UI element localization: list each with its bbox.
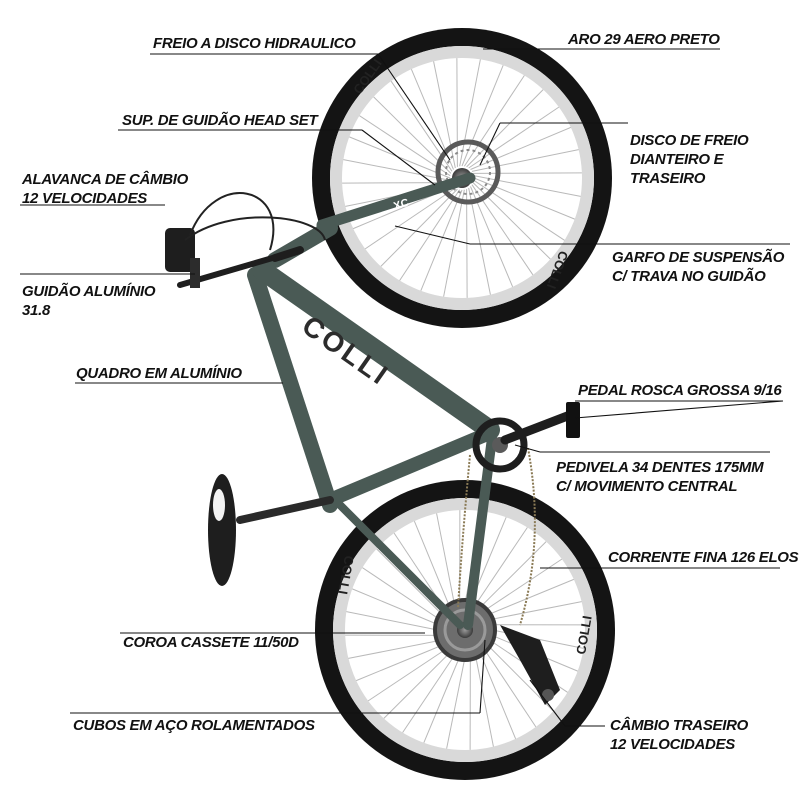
spoke — [473, 172, 582, 174]
top-tube — [247, 267, 338, 513]
label-garfo-line-1: GARFO DE SUSPENSÃO — [612, 249, 785, 266]
front-brake-disc — [435, 139, 501, 205]
pedal — [566, 402, 580, 438]
label-alavanca-line-1: ALAVANCA DE CÂMBIO — [22, 171, 188, 188]
saddle — [208, 474, 236, 586]
label-cambio-line-1: CÂMBIO TRASEIRO — [610, 717, 749, 734]
label-disco-freio-line-2: DIANTEIRO E — [630, 151, 724, 168]
leader-lines — [20, 48, 790, 727]
label-garfo-suspensao: GARFO DE SUSPENSÃO C/ TRAVA NO GUIDÃO — [612, 248, 784, 286]
chain — [457, 447, 536, 626]
label-disco-freio-line-1: DISCO DE FREIO — [630, 132, 749, 149]
spoke — [359, 115, 451, 177]
label-quadro-aluminio: QUADRO EM ALUMÍNIO — [76, 365, 242, 382]
chainring — [472, 417, 528, 473]
down-tube — [252, 260, 500, 440]
spoke — [473, 177, 575, 220]
spoke — [456, 58, 458, 167]
handlebar — [165, 192, 326, 288]
seatpost — [236, 496, 334, 524]
front-rim — [330, 46, 594, 310]
spoke — [399, 189, 461, 281]
label-cambio-traseiro: CÂMBIO TRASEIRO 12 VELOCIDADES — [610, 716, 748, 754]
spoke — [420, 189, 463, 291]
label-freio-disco-hidraulico: FREIO A DISCO HIDRAULICO — [153, 35, 356, 52]
stem — [271, 246, 304, 262]
spoke — [443, 189, 465, 297]
label-guidao-aluminio: GUIDÃO ALUMÍNIO 31.8 — [22, 282, 156, 320]
seat-tube — [323, 425, 499, 507]
label-pedivela-line-2: C/ MOVIMENTO CENTRAL — [556, 478, 738, 495]
label-alavanca-line-2: 12 VELOCIDADES — [22, 190, 147, 207]
label-alavanca-cambio: ALAVANCA DE CÂMBIO 12 VELOCIDADES — [22, 170, 188, 208]
label-guidao-line-2: 31.8 — [22, 302, 50, 319]
spoke — [364, 187, 456, 250]
label-disco-freio-line-3: TRASEIRO — [630, 170, 706, 187]
spoke — [433, 61, 456, 169]
label-aro-29: ARO 29 AERO PRETO — [568, 31, 720, 48]
label-pedivela: PEDIVELA 34 DENTES 175MM C/ MOVIMENTO CE… — [556, 458, 764, 496]
brake-lever — [190, 258, 200, 288]
rear-derailleur — [500, 625, 560, 705]
label-garfo-line-2: C/ TRAVA NO GUIDÃO — [612, 268, 766, 285]
crankset — [472, 402, 580, 473]
front-brake-disc-holes — [445, 149, 491, 195]
label-sup-guidao: SUP. DE GUIDÃO HEAD SET — [122, 112, 318, 129]
label-guidao-line-1: GUIDÃO ALUMÍNIO — [22, 283, 156, 300]
label-pedal: PEDAL ROSCA GROSSA 9/16 — [578, 382, 782, 399]
spoke — [459, 59, 481, 167]
crank-arm — [500, 410, 575, 445]
label-pedivela-line-1: PEDIVELA 34 DENTES 175MM — [556, 459, 764, 476]
label-cubos: CUBOS EM AÇO ROLAMENTADOS — [73, 717, 315, 734]
spoke — [349, 136, 451, 179]
label-coroa-cassete: COROA CASSETE 11/50D — [123, 634, 299, 651]
spoke — [342, 182, 451, 184]
spoke — [343, 159, 451, 181]
spoke — [473, 175, 581, 197]
spoke — [468, 187, 491, 295]
label-corrente: CORRENTE FINA 126 ELOS — [608, 549, 799, 566]
spoke — [380, 188, 458, 267]
label-cambio-line-2: 12 VELOCIDADES — [610, 736, 735, 753]
seat-stay — [336, 501, 464, 629]
rear-rim-text: COLLI — [573, 615, 595, 656]
label-disco-freio: DISCO DE FREIO DIANTEIRO E TRASEIRO — [630, 131, 749, 188]
fork — [316, 172, 476, 231]
rear-rim-text-2: COLLI — [335, 554, 357, 595]
fork-logo: XC — [392, 197, 410, 213]
spoke — [470, 186, 514, 287]
